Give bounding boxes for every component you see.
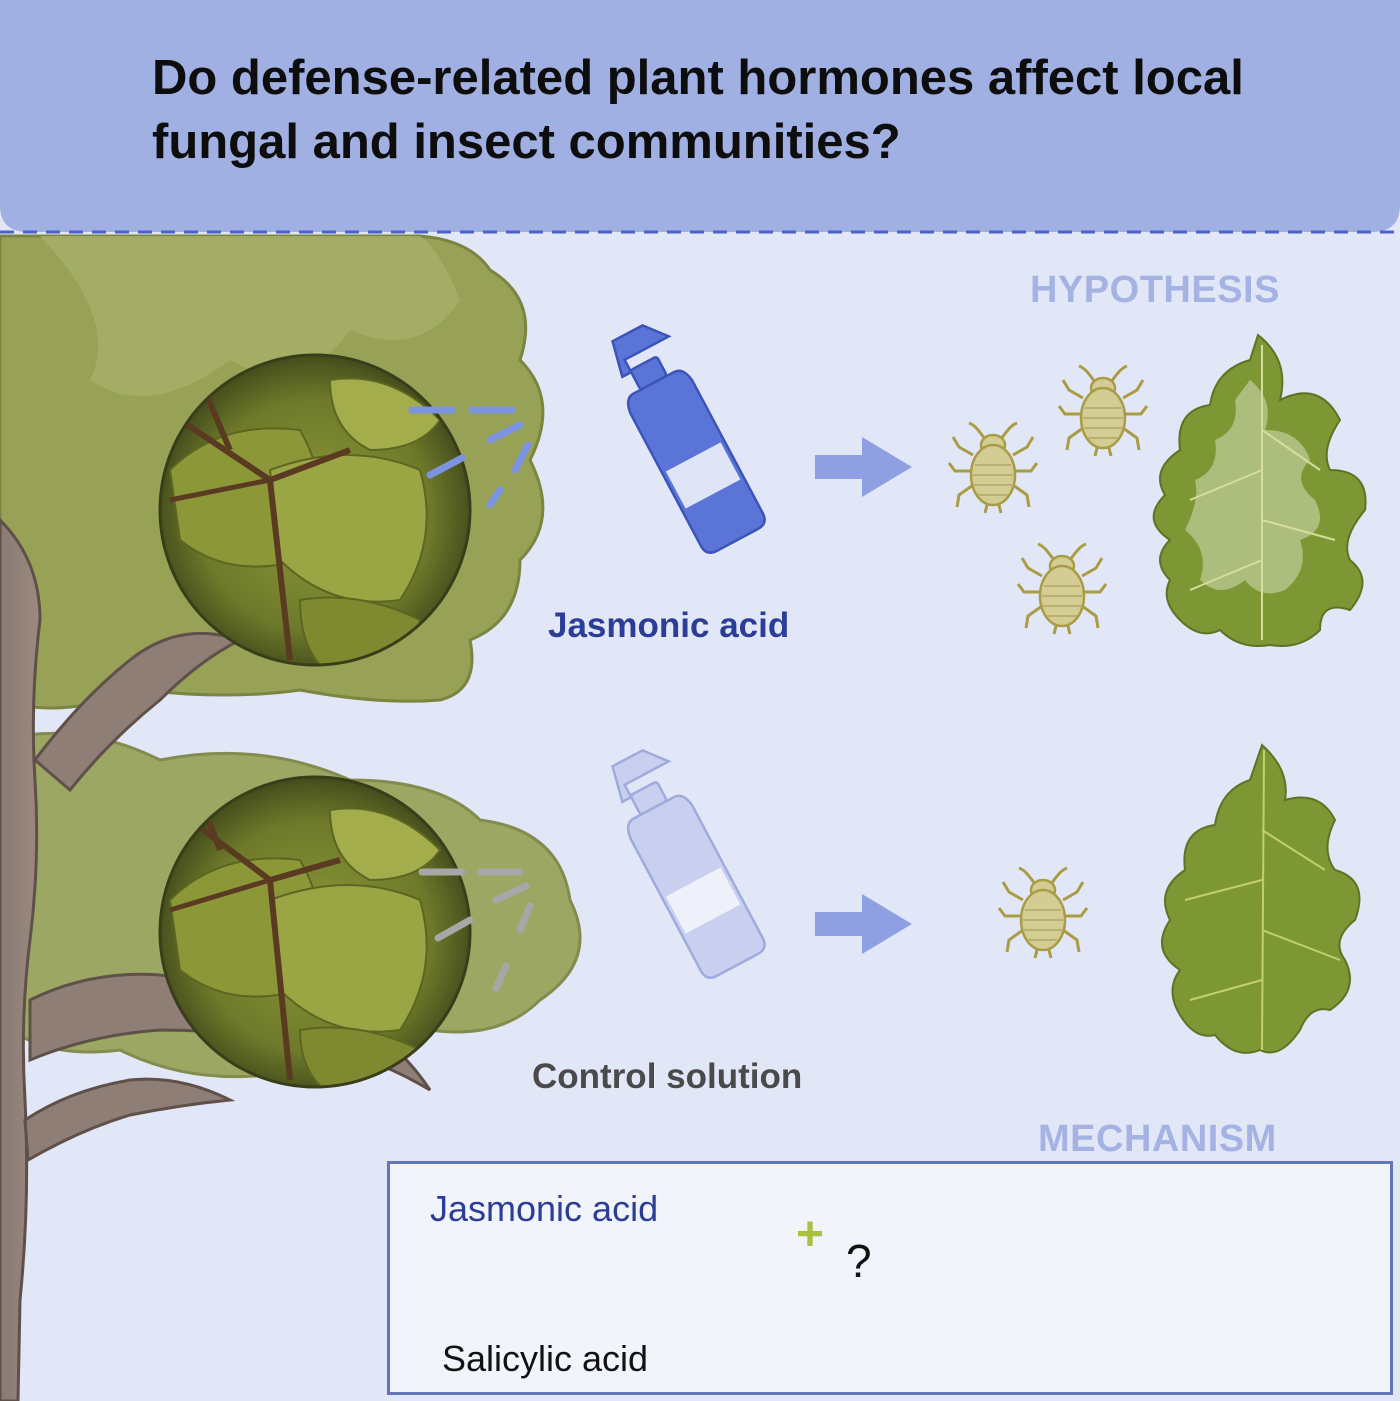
header-band xyxy=(0,0,1400,232)
mechanism-box xyxy=(387,1161,1393,1395)
oak-leaf-infected xyxy=(1152,333,1367,647)
insect xyxy=(1016,542,1108,636)
tree-canopy-upper-light xyxy=(40,236,460,396)
positive-effect-sign: + xyxy=(796,1208,825,1261)
canopy-closeup-control xyxy=(160,777,470,1087)
hypothesis-label: HYPOTHESIS xyxy=(1030,269,1280,311)
insect xyxy=(997,866,1089,960)
uncertain-effect-mark: ? xyxy=(846,1235,872,1287)
mechanism-jasmonic-acid: Jasmonic acid xyxy=(430,1188,659,1229)
control-solution-label: Control solution xyxy=(532,1057,803,1096)
spray-mist-control xyxy=(418,868,534,992)
research-question: Do defense-related plant hormones affect… xyxy=(152,51,1244,169)
mechanism-label: MECHANISM xyxy=(1038,1118,1277,1160)
insect xyxy=(1057,364,1149,458)
tree-branch-lower xyxy=(23,1077,236,1163)
jasmonic-acid-label: Jasmonic acid xyxy=(548,606,790,645)
spray-bottle-control xyxy=(595,740,770,983)
insect xyxy=(947,421,1039,515)
arrow-jasmonic xyxy=(815,437,912,497)
spray-mist-jasmonic xyxy=(408,406,532,509)
spray-bottle-jasmonic xyxy=(595,315,770,558)
arrow-control xyxy=(815,894,912,954)
mechanism-salicylic-acid: Salicylic acid xyxy=(442,1338,649,1379)
tree-trunk xyxy=(0,517,42,1401)
oak-leaf-healthy xyxy=(1161,743,1361,1054)
